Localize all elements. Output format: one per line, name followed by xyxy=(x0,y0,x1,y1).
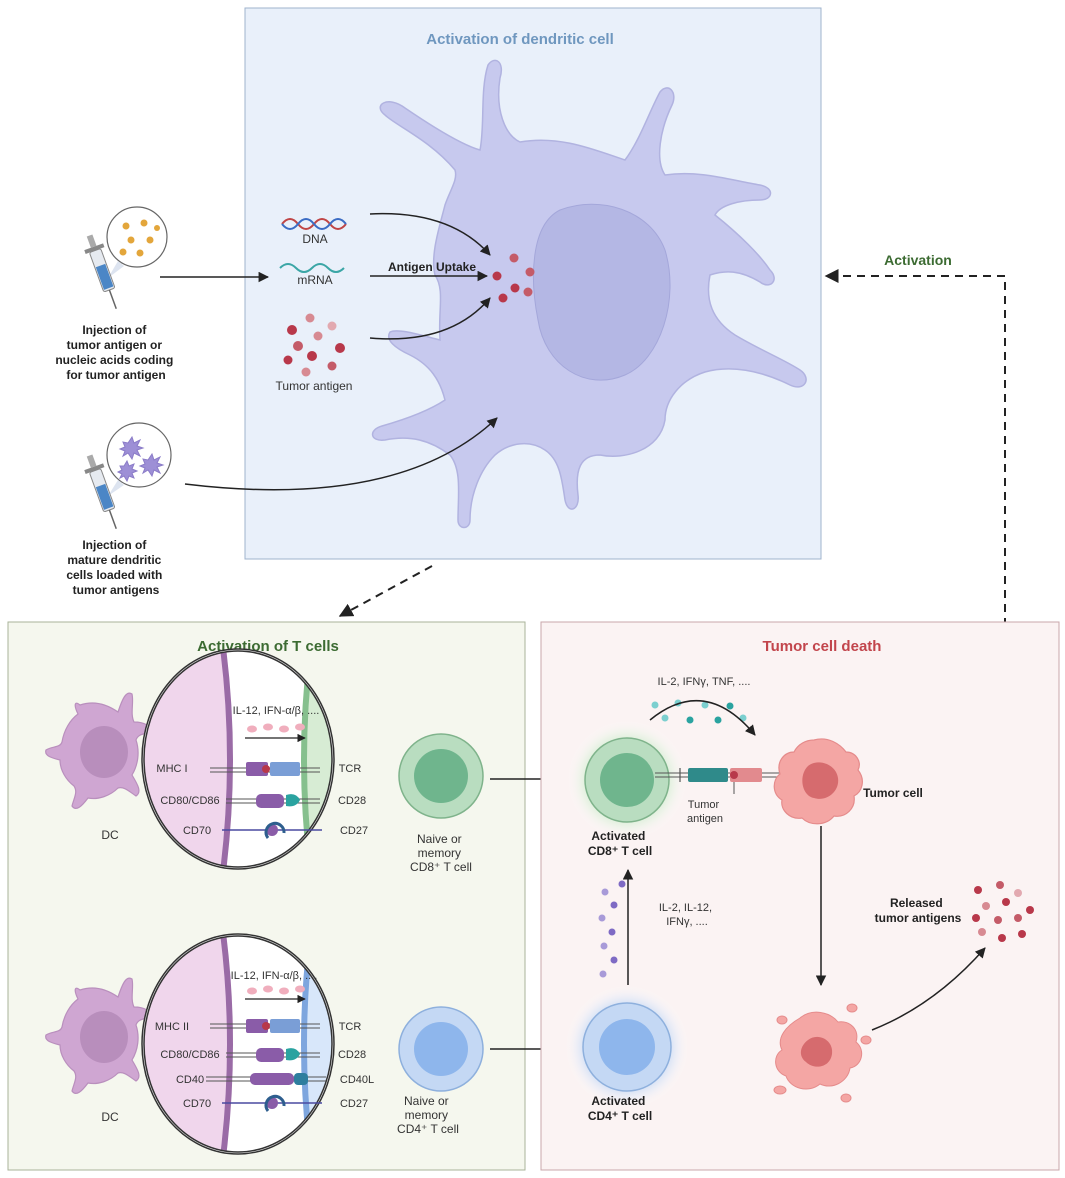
internalized-antigens xyxy=(492,253,535,303)
naive-cd8-label: Naive or memory CD8⁺ T cell xyxy=(410,832,472,874)
cd70-label: CD70 xyxy=(183,825,211,837)
dc-label-top: DC xyxy=(101,828,119,842)
tumor-cell-label: Tumor cell xyxy=(863,786,923,800)
cytokines-top: IL-2, IFNγ, TNF, .... xyxy=(658,676,751,688)
dna-helix-icon xyxy=(281,218,347,230)
cd40-label: CD40 xyxy=(176,1074,204,1086)
activated-cd8-label: Activated CD8⁺ T cell xyxy=(588,829,652,858)
synapse-cd4: IL-12, IFN-α/β, .... MHC II TCR CD80/CD8… xyxy=(141,933,374,1155)
tcr-label-cd4: TCR xyxy=(339,1021,362,1033)
injection-dc: Injection of mature dendritic cells load… xyxy=(66,417,498,597)
panel-dc-activation: Activation of dendritic cell DNA mRNA Tu… xyxy=(244,7,822,560)
activated-cd4-label: Activated CD4⁺ T cell xyxy=(588,1094,652,1123)
tcr-label: TCR xyxy=(339,763,362,775)
cd27-label-cd4: CD27 xyxy=(340,1098,368,1110)
syringe-icon xyxy=(84,234,117,310)
syringe-icon-2 xyxy=(84,454,117,530)
cd28-label: CD28 xyxy=(338,795,366,807)
cd28-label-cd4: CD28 xyxy=(338,1049,366,1061)
dc-cell-top xyxy=(45,692,151,810)
t-cell-icon-cd4 xyxy=(398,1006,484,1092)
tumor-antigen-pointer-label: Tumor antigen xyxy=(687,799,723,825)
panel-tumor-death: Tumor cell death IL-2, IFNγ, TNF, .... A… xyxy=(540,621,1060,1171)
naive-cd4-label: Naive or memory CD4⁺ T cell xyxy=(397,1094,459,1136)
cd40l-label: CD40L xyxy=(340,1074,374,1086)
cd80-cd86-label-cd4: CD80/CD86 xyxy=(160,1049,219,1061)
mhc2-label: MHC II xyxy=(155,1021,189,1033)
panel-dc-title: Activation of dendritic cell xyxy=(426,31,614,48)
dc-nucleus xyxy=(532,203,671,381)
released-antigens-label: Released tumor antigens xyxy=(875,896,962,925)
tumor-cell-icon xyxy=(773,738,863,825)
cytokines-cd8: IL-12, IFN-α/β, .... xyxy=(233,705,320,717)
injection2-text: Injection of mature dendritic cells load… xyxy=(66,538,165,597)
mhc1-label: MHC I xyxy=(156,763,187,775)
injection1-text: Injection of tumor antigen or nucleic ac… xyxy=(55,323,176,382)
cytokines-cd4: IL-12, IFN-α/β, .... xyxy=(231,970,318,982)
tumor-antigen-label: Tumor antigen xyxy=(276,379,353,393)
cd70-label-cd4: CD70 xyxy=(183,1098,211,1110)
cd27-label: CD27 xyxy=(340,825,368,837)
activated-cd4-cell xyxy=(582,1002,672,1092)
cytokines-side: IL-2, IL-12, IFNγ, .... xyxy=(659,902,715,928)
dna-label: DNA xyxy=(302,232,327,246)
mrna-strand-icon xyxy=(279,263,345,273)
activation-label: Activation xyxy=(884,252,952,268)
dc-label-bottom: DC xyxy=(101,1110,119,1124)
t-cell-icon xyxy=(398,733,484,819)
cd80-cd86-label: CD80/CD86 xyxy=(160,795,219,807)
injection-antigen: Injection of tumor antigen or nucleic ac… xyxy=(55,206,270,382)
activated-cd8-cell xyxy=(584,737,670,823)
released-antigen-dots xyxy=(972,881,1034,942)
tumor-antigen-dots xyxy=(283,313,345,377)
panel-tumor-title: Tumor cell death xyxy=(763,638,882,655)
dying-tumor-cell xyxy=(773,1003,872,1103)
mrna-label: mRNA xyxy=(297,273,332,287)
panel-tcell-activation: Activation of T cells DC IL-12, IFN-α/β,… xyxy=(7,621,526,1171)
antigen-uptake-label: Antigen Uptake xyxy=(388,260,476,274)
dc-cell-bottom xyxy=(45,977,151,1095)
antigen-zoom-circle xyxy=(106,206,168,268)
